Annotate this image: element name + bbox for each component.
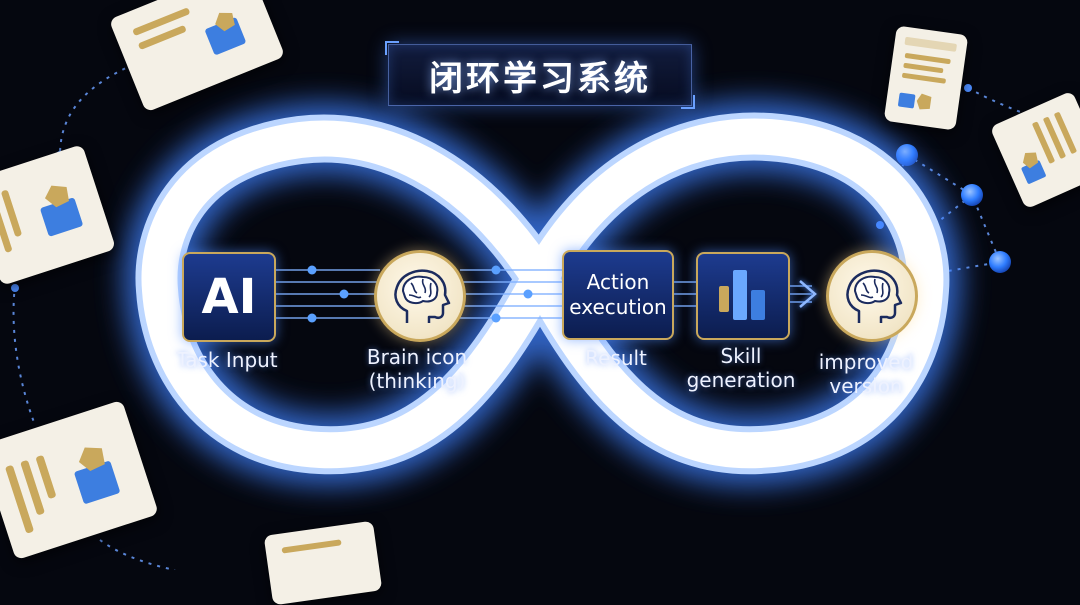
document-card-icon xyxy=(108,0,286,113)
skill-box xyxy=(696,252,790,340)
document-card-icon xyxy=(989,90,1080,210)
infinity-loop-icon xyxy=(123,100,962,487)
flow-dots xyxy=(307,265,533,323)
result-label: Result xyxy=(585,346,647,370)
network-node xyxy=(961,184,983,206)
document-card-icon xyxy=(883,25,969,131)
skill-label: Skill generation xyxy=(686,344,796,392)
flow-lines xyxy=(272,269,812,319)
bar-blocks-icon xyxy=(719,270,765,320)
title-banner: 闭环学习系统 xyxy=(385,41,695,109)
task-input-label: Task Input xyxy=(176,348,278,372)
improved-label: improved version xyxy=(818,350,914,398)
document-card-icon xyxy=(263,520,383,605)
ai-box-text: AI xyxy=(201,269,257,325)
diagram-canvas xyxy=(11,54,1029,570)
brain-head-icon xyxy=(826,250,918,342)
side-node xyxy=(964,84,972,92)
double-arrow-icon xyxy=(799,280,817,308)
brain-label: Brain icon (thinking) xyxy=(366,345,468,393)
side-node xyxy=(11,284,19,292)
brain-head-icon xyxy=(374,250,466,342)
action-execution-box: Action execution xyxy=(562,250,674,340)
ai-task-box: AI xyxy=(182,252,276,342)
document-card-icon xyxy=(0,144,117,286)
document-card-icon xyxy=(0,399,159,561)
page-title: 闭环学习系统 xyxy=(429,58,651,99)
network-node xyxy=(989,251,1011,273)
